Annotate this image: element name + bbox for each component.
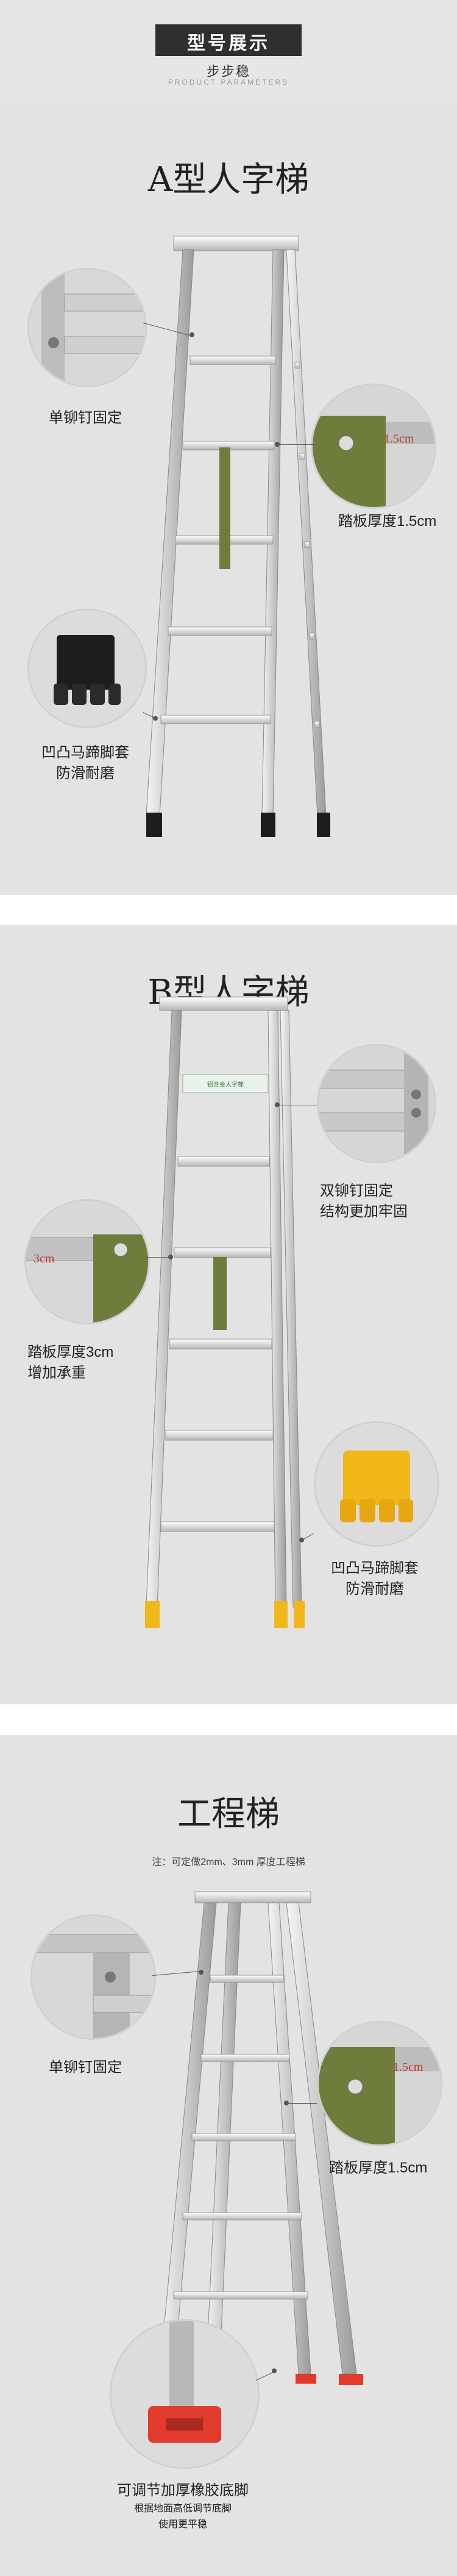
tread-dimension-label: 1.5cm [393,2060,423,2074]
callout-engineering-tread: 踏板厚度1.5cm [329,2160,428,2176]
leader-dot [153,716,158,721]
header-subtitle-english: PRODUCT PARAMETERS [168,78,289,86]
engineering-tread-closeup [317,2021,442,2146]
b-frame-ladder-image: 铝合金人字梯 [145,996,305,1628]
a-frame-ladder-image [146,236,330,837]
callout-engineering-single-rivet: 单铆钉固定 [49,2059,122,2076]
engineering-single-rivet-closeup [30,1914,156,2040]
tread-thickness-closeup [311,383,436,509]
yellow-hoof-foot-closeup [314,1421,439,1547]
single-rivet-closeup [27,268,147,387]
section-c-note: 注：可定做2mm、3mm 厚度工程梯 [152,1857,305,1867]
callout-tread-3cm-line2: 增加承重 [27,1365,86,1381]
callout-yellow-hoof-foot-line2: 防滑耐磨 [345,1581,404,1597]
callout-hoof-foot-line1: 凹凸马蹄脚套 [41,744,129,761]
leader-dot [272,2368,277,2373]
leader-line [277,444,314,445]
callout-double-rivet-line1: 双铆钉固定 [320,1183,393,1199]
leader-dot [199,1970,204,1975]
callout-hoof-foot-line2: 防滑耐磨 [56,765,115,782]
callout-single-rivet: 单铆钉固定 [49,410,122,426]
adjustable-rubber-foot-closeup [110,2319,260,2469]
section-a-title: A型人字梯 [147,160,310,200]
section-engineering-ladder: 工程梯 注：可定做2mm、3mm 厚度工程梯 单铆钉固定 [0,1735,457,2576]
callout-yellow-hoof-foot-line1: 凹凸马蹄脚套 [331,1560,419,1577]
tread-3cm-closeup [24,1199,150,1325]
callout-tread-3cm: 踏板厚度3cm 增加承重 [27,1342,113,1384]
page-header: 型号展示 步步稳 PRODUCT PARAMETERS [0,0,457,103]
callout-adjustable-foot-line2: 根据地面高低调节底脚 [133,2504,232,2514]
black-hoof-foot-closeup [27,609,147,728]
callout-adjustable-foot-line3: 使用更平稳 [158,2519,207,2530]
callout-adjustable-foot: 可调节加厚橡胶底脚 根据地面高低调节底脚 使用更平稳 [0,2480,366,2533]
tread-dimension-label: 1.5cm [384,432,414,446]
header-title-badge: 型号展示 [155,24,302,56]
callout-tread-thickness: 踏板厚度1.5cm [338,513,437,530]
callout-tread-3cm-line1: 踏板厚度3cm [27,1344,114,1360]
leader-dot [284,2101,289,2105]
leader-dot [168,1255,173,1259]
callout-adjustable-foot-line1: 可调节加厚橡胶底脚 [117,2482,249,2499]
leader-dot [275,442,280,447]
section-a-frame-ladder: A型人字梯 [0,103,457,895]
header-subtitle: 步步稳 [206,64,250,79]
tread-dimension-label: 3cm [34,1252,55,1265]
double-rivet-closeup [317,1044,436,1163]
callout-double-rivet: 双铆钉固定 结构更加牢固 [320,1181,408,1222]
leader-dot [299,1538,304,1542]
section-b-frame-ladder: B型人字梯 铝合金人字梯 双铆钉固定 结构更加牢固 [0,925,457,1704]
leader-dot [190,332,194,337]
leader-line [146,1257,171,1258]
callout-double-rivet-line2: 结构更加牢固 [320,1203,408,1220]
ladder-sticker: 铝合金人字梯 [207,1080,244,1088]
callout-hoof-foot: 凹凸马蹄脚套 防滑耐磨 [24,743,146,784]
section-c-title: 工程梯 [177,1794,280,1834]
callout-yellow-hoof-foot: 凹凸马蹄脚套 防滑耐磨 [311,1558,439,1600]
leader-dot [275,1102,280,1107]
leader-line [286,2103,317,2104]
header-title: 型号展示 [187,33,270,54]
